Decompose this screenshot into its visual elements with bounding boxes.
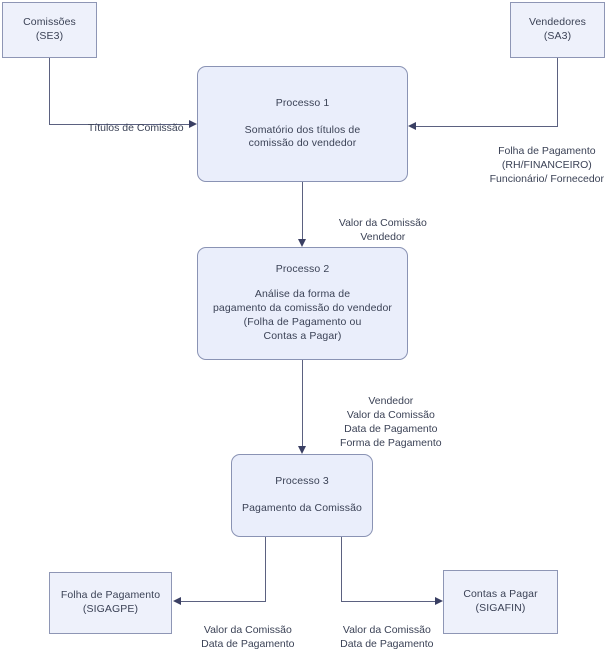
node-processo-1-line1: Somatório dos títulos de	[244, 123, 361, 136]
node-comissoes-line2: (SE3)	[35, 30, 64, 42]
node-processo-1-line2: comissão do vendedor	[248, 137, 357, 150]
node-vendedores-line1: Vendedores	[528, 16, 587, 29]
arrowhead-vendedores-to-p1	[408, 121, 416, 130]
connector-comissoes-to-p1-horizontal	[49, 124, 190, 125]
node-processo-2-line1: Análise da forma de	[254, 288, 351, 301]
edge-label-titulos-de-comissao: Títulos de Comissão	[87, 121, 184, 134]
connector-p1-to-p2-vertical	[302, 182, 303, 240]
node-folha-de-pagamento-line1: Folha de Pagamento	[60, 589, 161, 602]
node-folha-de-pagamento-line2: (SIGAGPE)	[82, 603, 139, 615]
connector-comissoes-to-p1-vertical	[49, 58, 50, 124]
node-contas-a-pagar[interactable]: Contas a Pagar (SIGAFIN)	[443, 570, 558, 634]
edge-label-folha-rh-financeiro: Folha de Pagamento (RH/FINANCEIRO) Funci…	[489, 144, 605, 185]
node-processo-2[interactable]: Processo 2 Análise da forma de pagamento…	[197, 247, 408, 360]
node-processo-2-title: Processo 2	[275, 263, 330, 276]
node-folha-de-pagamento[interactable]: Folha de Pagamento (SIGAGPE)	[49, 572, 172, 634]
node-processo-3[interactable]: Processo 3 Pagamento da Comissão	[231, 454, 373, 537]
arrowhead-p2-to-p3	[297, 446, 306, 454]
connector-p3-to-folha-horizontal	[181, 601, 266, 602]
edge-label-valor-comissao-funcionario: Valor da Comissão Data de Pagamento Func…	[201, 623, 295, 650]
node-processo-3-title: Processo 3	[275, 475, 329, 488]
node-processo-1-title: Processo 1	[275, 96, 330, 109]
arrowhead-p3-to-folha	[173, 596, 181, 605]
arrowhead-p1-to-p2	[297, 239, 306, 247]
node-vendedores[interactable]: Vendedores (SA3)	[510, 2, 605, 58]
connector-p2-to-p3-vertical	[302, 360, 303, 447]
node-vendedores-line2: (SA3)	[543, 30, 572, 42]
connector-vendedores-to-p1-vertical	[557, 58, 558, 126]
arrowhead-comissoes-to-p1	[189, 119, 197, 128]
node-comissoes[interactable]: Comissões (SE3)	[2, 2, 97, 58]
node-processo-2-line4: Contas a Pagar)	[263, 329, 342, 342]
node-processo-3-line1: Pagamento da Comissão	[242, 502, 362, 514]
node-processo-1[interactable]: Processo 1 Somatório dos títulos de comi…	[197, 66, 408, 182]
connector-vendedores-to-p1-horizontal	[416, 126, 558, 127]
node-processo-2-line2: pagamento da comissão do vendedor	[212, 302, 392, 315]
node-comissoes-line1: Comissões	[23, 16, 76, 29]
edge-label-vendedor-forma-pagamento: Vendedor Valor da Comissão Data de Pagam…	[340, 394, 442, 449]
edge-label-valor-comissao-fornecedor: Valor da Comissão Data de Pagamento Forn…	[340, 623, 434, 650]
node-processo-2-line3: (Folha de Pagamento ou	[243, 315, 362, 328]
connector-p3-to-contas-horizontal	[341, 601, 435, 602]
connector-p3-to-contas-vertical	[341, 537, 342, 601]
connector-p3-to-folha-vertical	[265, 537, 266, 601]
node-contas-a-pagar-line2: (SIGAFIN)	[475, 602, 526, 614]
node-contas-a-pagar-line1: Contas a Pagar	[463, 588, 538, 601]
arrowhead-p3-to-contas	[435, 596, 443, 605]
edge-label-valor-comissao-vendedor: Valor da Comissão Vendedor	[338, 216, 427, 243]
